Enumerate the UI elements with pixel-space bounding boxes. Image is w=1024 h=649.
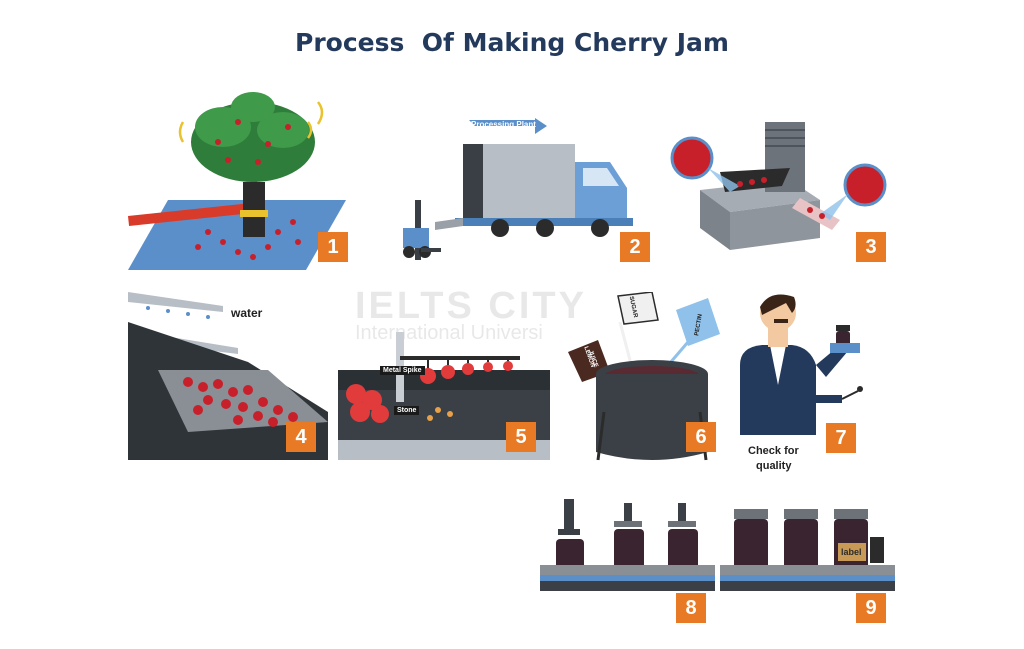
jar-label-text: label — [841, 547, 862, 557]
step-3-panel: 3 — [670, 110, 900, 272]
step-3-number: 3 — [856, 232, 886, 262]
stone-label: Stone — [394, 406, 420, 415]
filling-illustration — [540, 499, 715, 591]
sorting-machine-illustration — [670, 122, 887, 250]
step-9-number: 9 — [856, 593, 886, 623]
quality-inspector-illustration — [740, 294, 863, 435]
check-for-quality-caption-line-2: quality — [756, 460, 792, 472]
step-5-panel: Metal Spike Stone 5 — [338, 322, 550, 460]
step-4-number: 4 — [286, 422, 316, 452]
water-label: water — [231, 306, 263, 320]
step-6-number: 6 — [686, 422, 716, 452]
metal-spike-label: Metal Spike — [380, 366, 425, 375]
truck-illustration — [403, 118, 633, 260]
step-6-panel: SUGAR PECTIN LEMON JUICE 6 — [560, 292, 730, 462]
step-9-panel: label 9 — [720, 495, 895, 630]
step-7-panel: Check for quality 7 — [730, 285, 890, 480]
check-for-quality-caption-line-1: Check for — [748, 445, 799, 457]
step-2-panel: Processing Plant 2 — [395, 110, 663, 272]
step-4-panel: water 4 — [128, 292, 328, 460]
step-1-panel: 1 — [128, 82, 358, 272]
processing-plant-sign: Processing Plant — [471, 120, 536, 129]
step-8-panel: 8 — [540, 495, 715, 630]
step-7-number: 7 — [826, 423, 856, 453]
labelling-illustration — [720, 509, 895, 591]
step-5-number: 5 — [506, 422, 536, 452]
step-1-number: 1 — [318, 232, 348, 262]
diagram-title: Process Of Making Cherry Jam — [295, 28, 729, 57]
harvest-illustration — [128, 92, 346, 270]
cooking-pot-illustration — [568, 292, 720, 461]
destoning-illustration — [338, 332, 550, 460]
step-8-number: 8 — [676, 593, 706, 623]
washing-illustration — [128, 292, 328, 460]
step-2-number: 2 — [620, 232, 650, 262]
